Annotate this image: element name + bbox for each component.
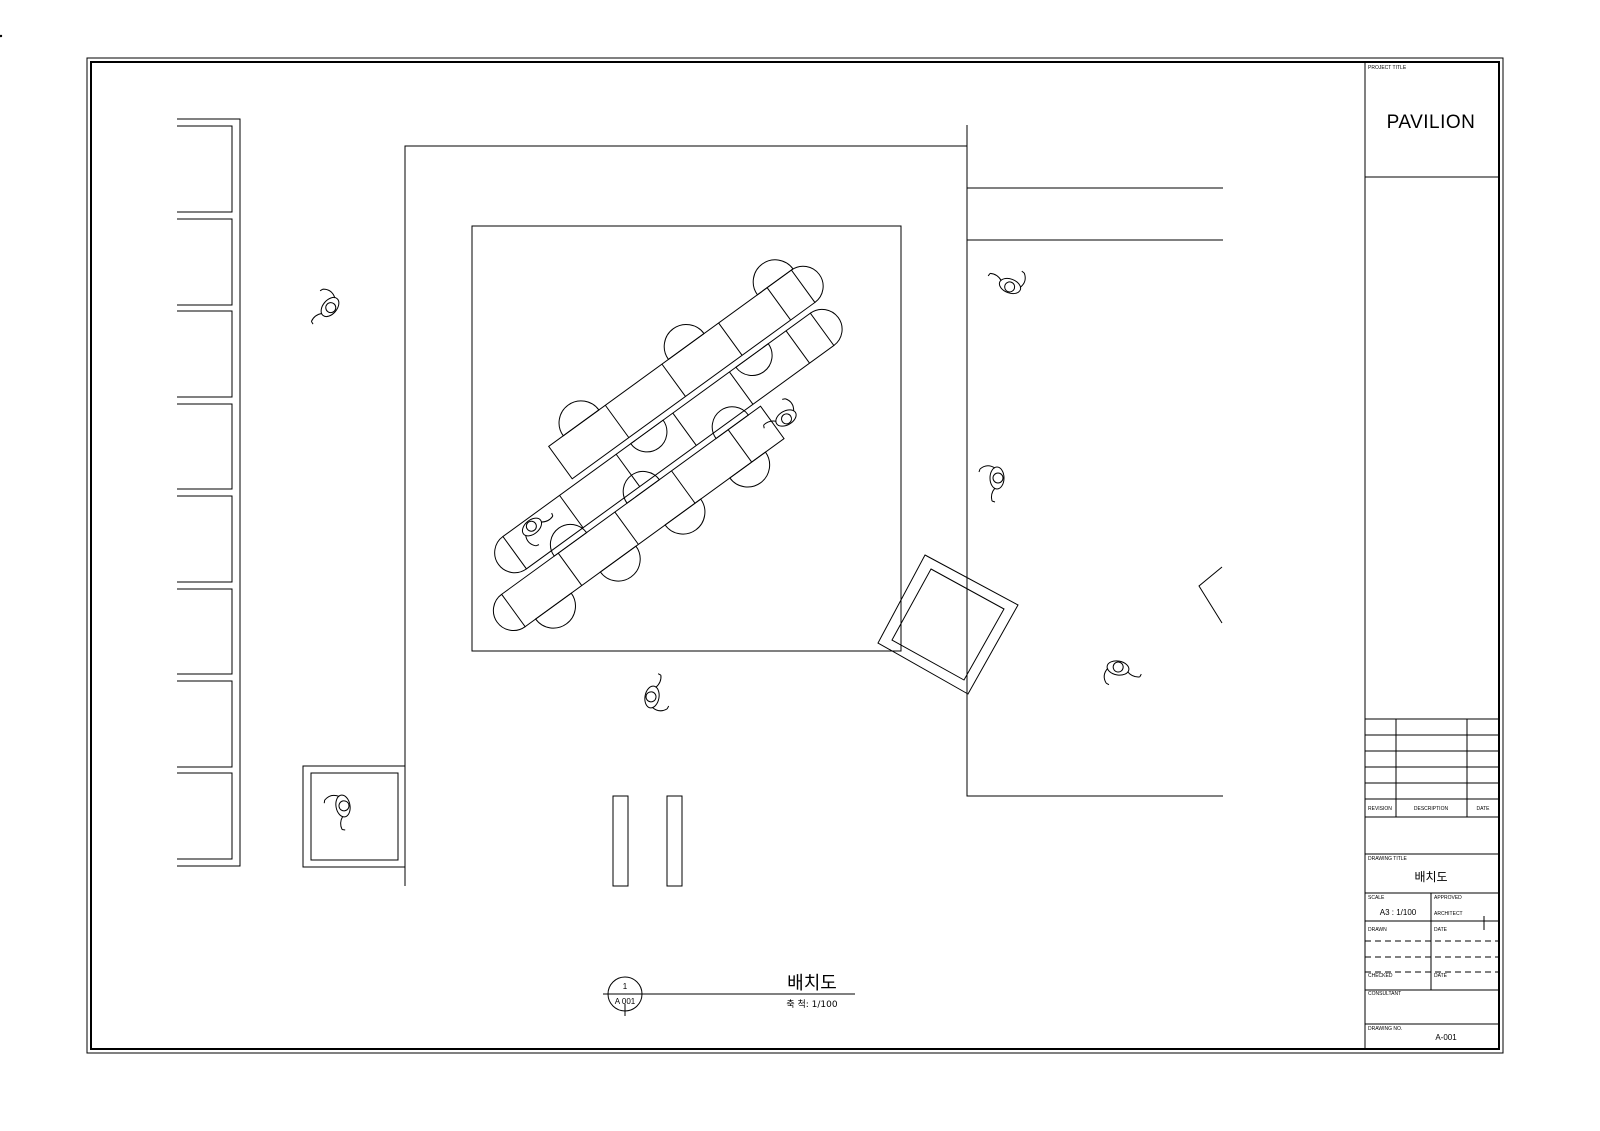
drawing-title-label: DRAWING TITLE bbox=[1368, 856, 1408, 862]
sheet-inner-border bbox=[90, 61, 1500, 1050]
rotated-frame bbox=[877, 554, 1019, 695]
bay-row-outer-edge bbox=[177, 118, 241, 867]
booth-outer bbox=[302, 765, 406, 868]
bay-4 bbox=[177, 403, 233, 490]
view-label: 1 A 001 배치도 축 척: 1/100 bbox=[603, 973, 855, 1016]
seat-discs-top bbox=[558, 259, 794, 437]
person-figure-icon bbox=[984, 260, 1029, 298]
tube-end-caps bbox=[492, 265, 843, 631]
architect-label: ARCHITECT bbox=[1434, 911, 1463, 917]
title-block: PROJECT TITLE PAVILION REVISION DESCRIPT… bbox=[1364, 62, 1498, 1049]
tube-row-c bbox=[500, 405, 785, 628]
left-bay-row bbox=[177, 118, 241, 867]
plaza-edge bbox=[404, 145, 967, 886]
revision-date-header: DATE bbox=[1477, 806, 1491, 812]
view-sheet-ref: A 001 bbox=[615, 997, 636, 1006]
checked-date-label: DATE bbox=[1434, 973, 1448, 979]
drawing-no: A-001 bbox=[1435, 1033, 1457, 1042]
tube-row-b bbox=[502, 312, 835, 570]
road-lines bbox=[967, 187, 1223, 241]
view-scale: 축 척: 1/100 bbox=[786, 999, 838, 1010]
post-right bbox=[666, 795, 683, 887]
person-figure-icon bbox=[322, 792, 355, 834]
post-left bbox=[612, 795, 629, 887]
description-header: DESCRIPTION bbox=[1414, 806, 1449, 812]
person-figure-icon bbox=[978, 465, 1005, 503]
bay-3 bbox=[177, 310, 233, 398]
checked-label: CHECKED bbox=[1368, 973, 1393, 979]
person-figure-icon bbox=[517, 505, 563, 550]
seat-discs-inner bbox=[549, 343, 773, 557]
drawn-date-label: DATE bbox=[1434, 927, 1448, 933]
drawing-no-label: DRAWING NO. bbox=[1368, 1026, 1402, 1032]
person-figure-icon bbox=[300, 285, 344, 331]
drawing-title: 배치도 bbox=[1414, 870, 1447, 884]
plaza-right-edge bbox=[966, 125, 1223, 797]
partial-triangle bbox=[1198, 566, 1223, 624]
view-number: 1 bbox=[623, 982, 628, 991]
rotated-frame-outer bbox=[877, 554, 1019, 695]
scale-value: A3 : 1/100 bbox=[1380, 908, 1417, 917]
view-title: 배치도 bbox=[787, 973, 837, 994]
pavilion-base bbox=[471, 225, 902, 652]
sheet-corner-mark bbox=[0, 34, 3, 38]
booth-inner bbox=[310, 772, 399, 861]
consultant-label: CONSULTANT bbox=[1368, 991, 1401, 997]
drawn-label: DRAWN bbox=[1368, 927, 1387, 933]
pavilion-structure bbox=[492, 259, 843, 631]
person-figure-icon bbox=[1102, 658, 1144, 691]
bay-5 bbox=[177, 495, 233, 583]
sheet-outer-border bbox=[86, 57, 1504, 1054]
revision-header: REVISION bbox=[1368, 806, 1392, 812]
person-figure-icon bbox=[642, 671, 675, 713]
bay-8 bbox=[177, 772, 233, 860]
approved-label: APPROVED bbox=[1434, 895, 1462, 901]
seat-discs-bottom bbox=[534, 451, 771, 629]
people bbox=[300, 260, 1144, 834]
bay-2 bbox=[177, 218, 233, 306]
bay-7 bbox=[177, 680, 233, 768]
revision-table: REVISION DESCRIPTION DATE bbox=[1365, 718, 1498, 818]
project-title: PAVILION bbox=[1387, 112, 1476, 133]
bay-6 bbox=[177, 588, 233, 675]
plaza-outline bbox=[404, 125, 1223, 886]
scale-label: SCALE bbox=[1368, 895, 1385, 901]
booth-square bbox=[302, 765, 406, 868]
revision-table-grid bbox=[1365, 718, 1498, 818]
tube-row-a bbox=[547, 269, 816, 480]
rotated-frame-inner bbox=[891, 568, 1005, 681]
project-title-label: PROJECT TITLE bbox=[1368, 65, 1407, 71]
bay-1 bbox=[177, 125, 233, 213]
tube-segment-lines bbox=[557, 287, 810, 586]
